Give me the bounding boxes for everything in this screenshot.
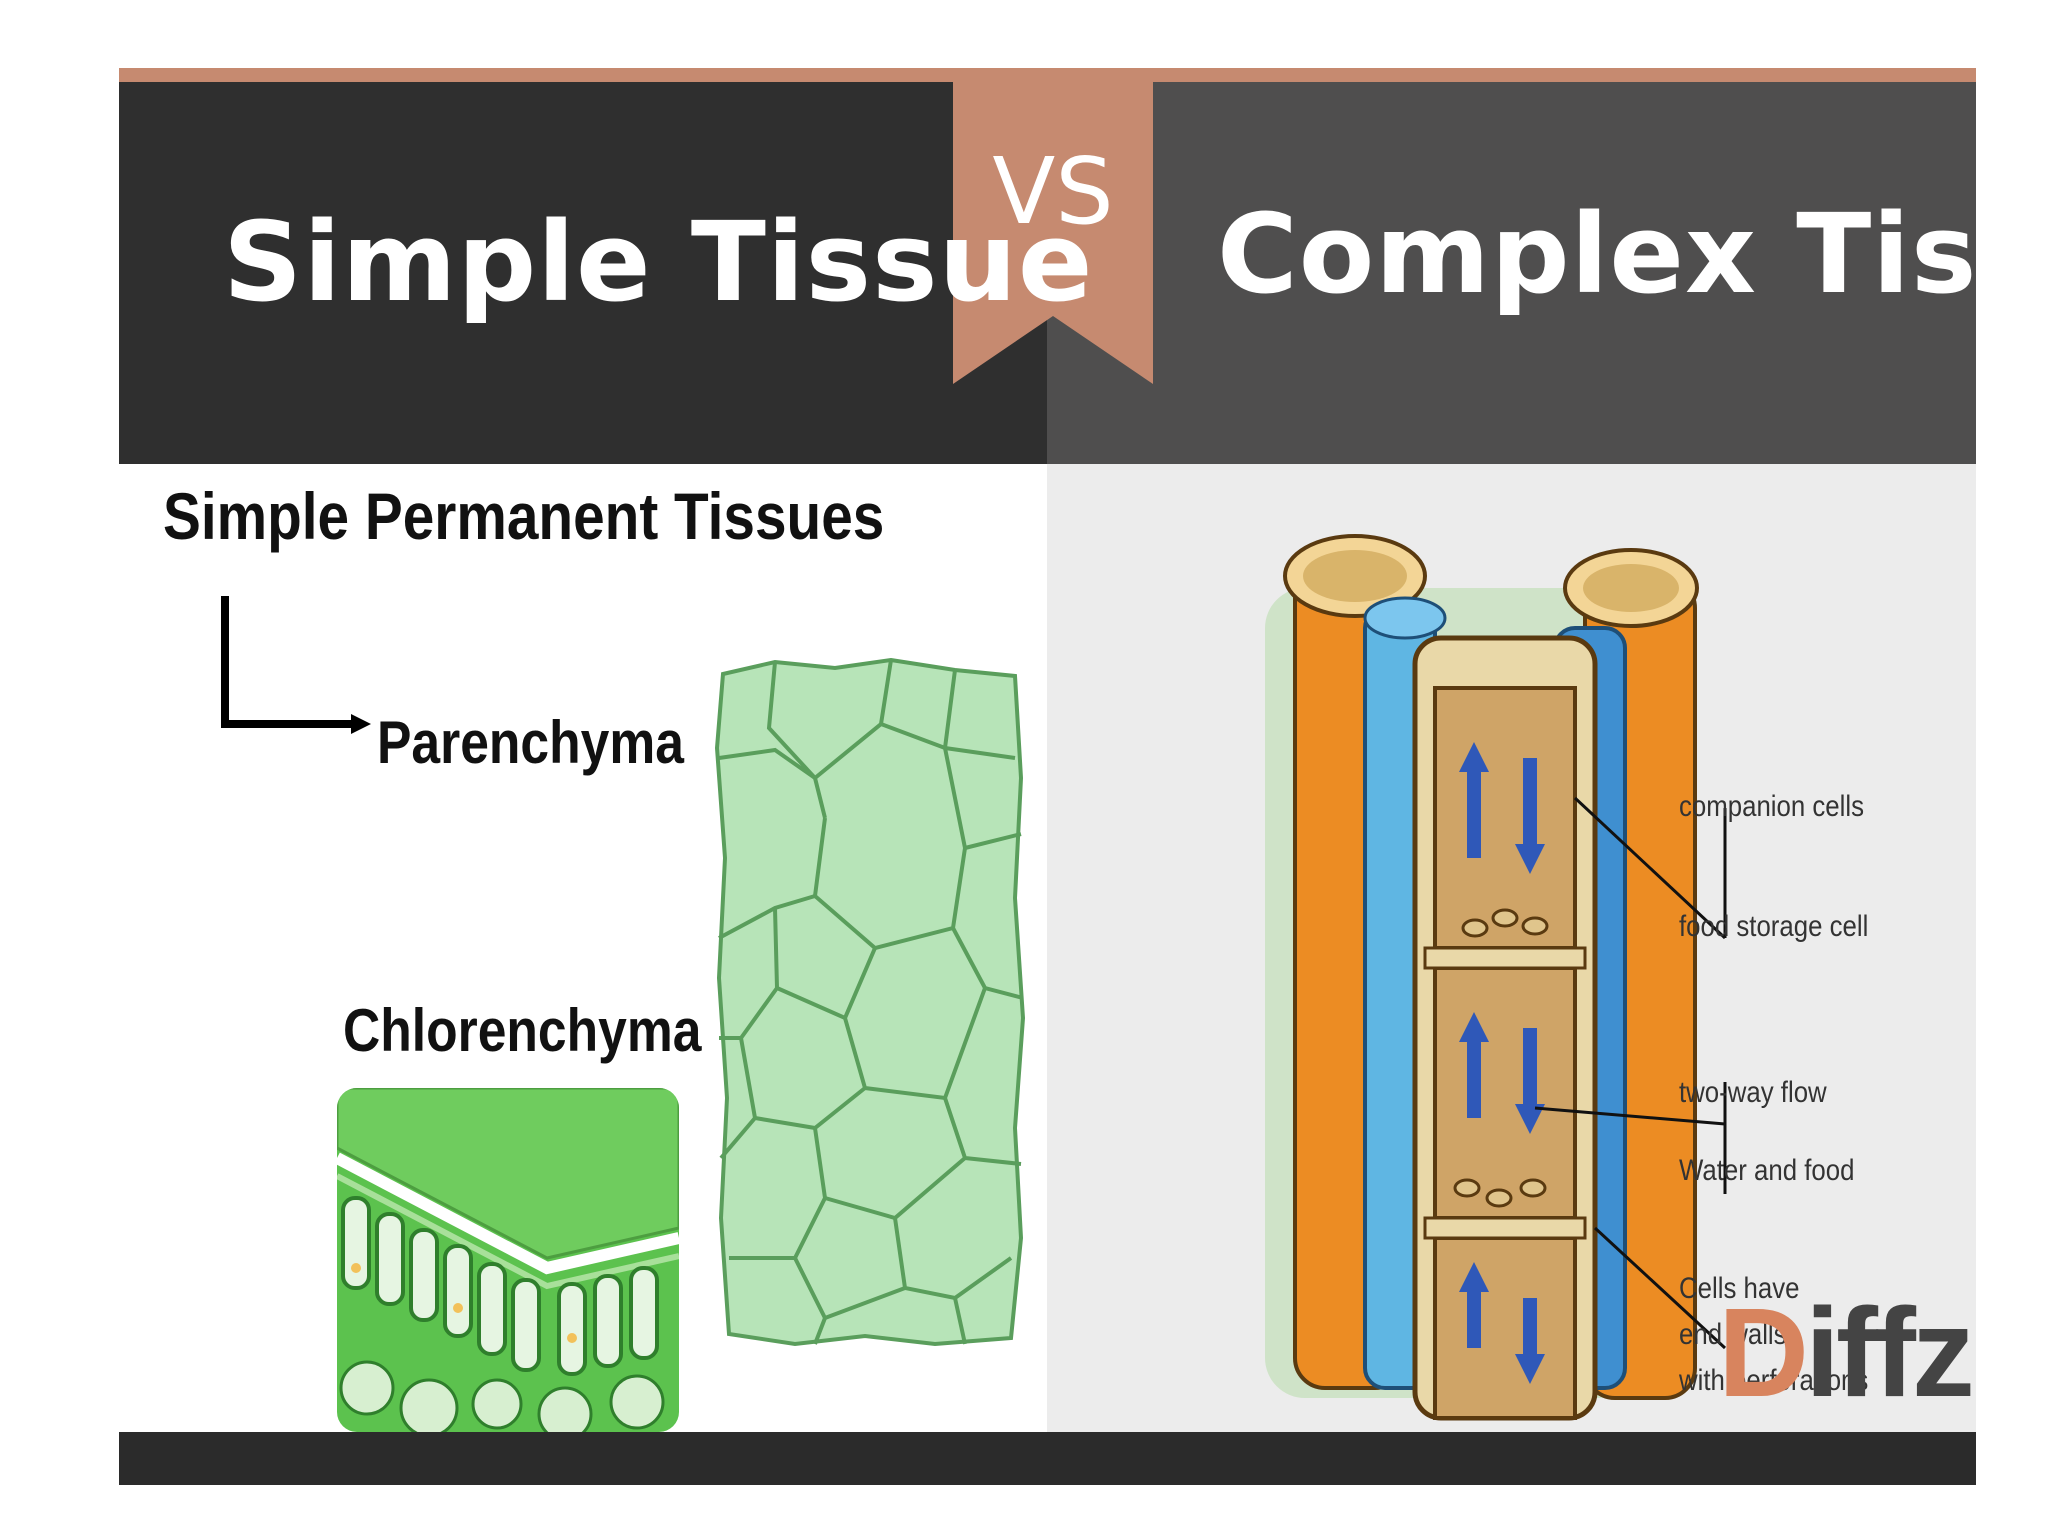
chlorenchyma-label: Chlorenchyma — [343, 997, 702, 1064]
complex-tissue-title: Complex Tissue — [1217, 190, 1976, 318]
label-food-storage-cell: food storage cell — [1679, 910, 1869, 943]
header-right-panel — [1047, 82, 1976, 478]
label-companion-cells: companion cells — [1679, 790, 1865, 823]
simple-permanent-tissues-heading: Simple Permanent Tissues — [163, 479, 885, 553]
label-end-walls-line1: Cells have — [1679, 1272, 1800, 1305]
label-end-walls-line2: end walls — [1679, 1318, 1787, 1351]
vs-ribbon — [953, 68, 1153, 384]
vs-label: VS — [992, 138, 1114, 245]
label-two-way-flow: two-way flow — [1679, 1076, 1827, 1109]
chlorenchyma-illustration — [337, 1088, 679, 1432]
watermark-rest: iffzi — [1805, 1282, 1976, 1423]
diffzi-watermark: Diffzi — [1718, 1280, 1976, 1425]
label-water-and-food: Water and food — [1679, 1154, 1855, 1187]
parenchyma-label: Parenchyma — [377, 709, 684, 776]
header-left-panel — [119, 82, 1047, 478]
label-end-walls-line3: with perforations — [1679, 1364, 1869, 1397]
footer-bar — [119, 1432, 1976, 1485]
branch-arrow-icon — [221, 596, 371, 734]
parenchyma-illustration — [715, 658, 1026, 1347]
infographic-card: VS Simple Tissue Complex Tissue Simple P… — [119, 68, 1976, 1485]
simple-tissue-title: Simple Tissue — [223, 198, 1094, 326]
watermark-d: D — [1718, 1282, 1809, 1423]
phloem-illustration — [1265, 534, 1727, 1421]
